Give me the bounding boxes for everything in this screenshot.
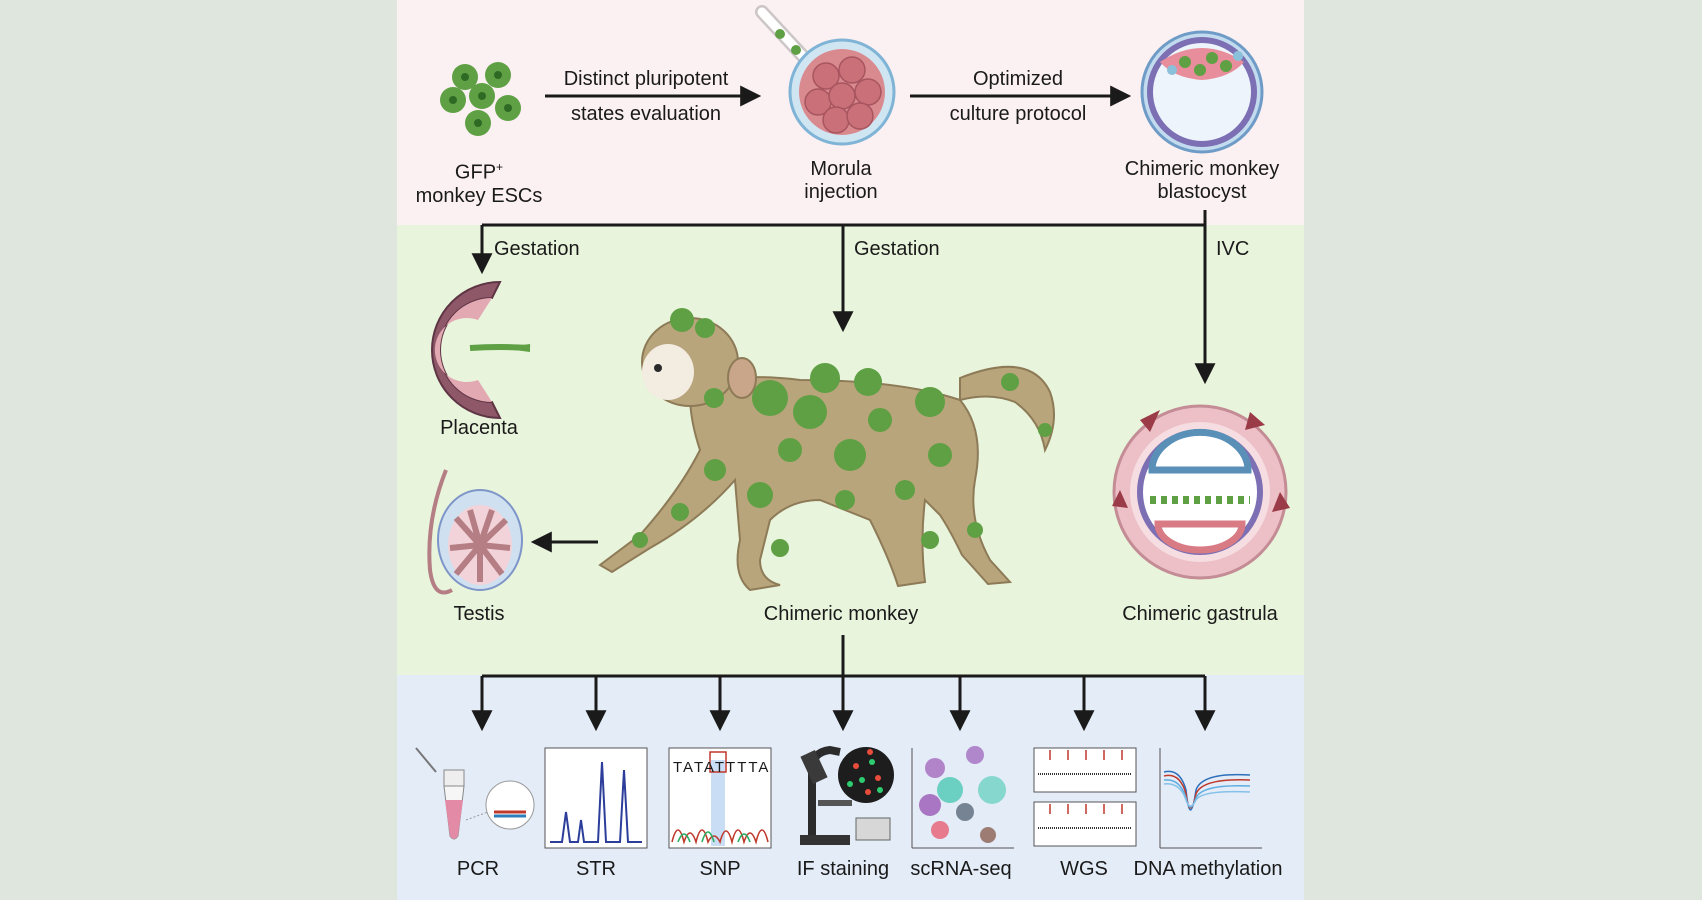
- esc-label: GFP+ monkey ESCs: [416, 156, 543, 208]
- chimeric-monkey-icon: [598, 308, 1055, 592]
- arrow1-label-line2: states evaluation: [570, 103, 722, 125]
- morula-injection-icon: [755, 5, 896, 146]
- esc-label-line1: GFP: [454, 161, 497, 184]
- methylation-curve-icon: [1159, 748, 1262, 849]
- assay-label-str: STR: [576, 858, 616, 880]
- gastrula-label: Chimeric gastrula: [1122, 603, 1278, 625]
- gastrula-icon: [1112, 404, 1290, 580]
- gestation-center-label: Gestation: [854, 238, 940, 260]
- assay-label-wgs: WGS: [1060, 858, 1108, 880]
- scrna-umap-icon: [911, 746, 1014, 849]
- testis-icon: [427, 469, 523, 595]
- arrow2-label-line1: Optimized: [972, 68, 1064, 90]
- ivc-label: IVC: [1216, 238, 1250, 260]
- blastocyst-label-line1: Chimeric monkey: [1124, 158, 1280, 180]
- wgs-track-icon: [1033, 747, 1137, 847]
- morula-label-line1: Morula: [810, 158, 872, 180]
- blastocyst-label: Chimeric monkey blastocyst: [1125, 158, 1279, 204]
- arrow1-label-line1: Distinct pluripotent: [563, 68, 729, 90]
- esc-label-line2: monkey ESCs: [415, 184, 543, 207]
- placenta-icon: [431, 280, 531, 420]
- snp-chromatogram-icon: [668, 747, 772, 849]
- esc-label-sup: +: [496, 160, 504, 174]
- testis-label: Testis: [453, 603, 505, 625]
- assay-label-snp: SNP: [699, 858, 741, 880]
- assay-label-pcr: PCR: [456, 858, 500, 880]
- pcr-tube-icon: [415, 747, 535, 840]
- morula-label-line2: injection: [804, 181, 878, 203]
- placenta-label: Placenta: [440, 417, 518, 439]
- microscope-icon: [800, 745, 894, 845]
- monkey-label: Chimeric monkey: [763, 603, 919, 625]
- arrow2-label-line2: culture protocol: [949, 103, 1087, 125]
- gestation-left-label: Gestation: [494, 238, 580, 260]
- blastocyst-label-line2: blastocyst: [1157, 181, 1247, 203]
- esc-cluster-icon: [440, 62, 521, 136]
- blastocyst-icon: [1140, 30, 1264, 154]
- morula-label: Morula injection: [804, 158, 877, 204]
- assay-label-methylation: DNA methylation: [1133, 858, 1283, 880]
- snp-sequence: TATATTTTA: [673, 759, 771, 776]
- assay-label-scrna: scRNA-seq: [910, 858, 1012, 880]
- str-chromatogram-icon: [544, 747, 648, 849]
- assay-label-if: IF staining: [796, 858, 890, 880]
